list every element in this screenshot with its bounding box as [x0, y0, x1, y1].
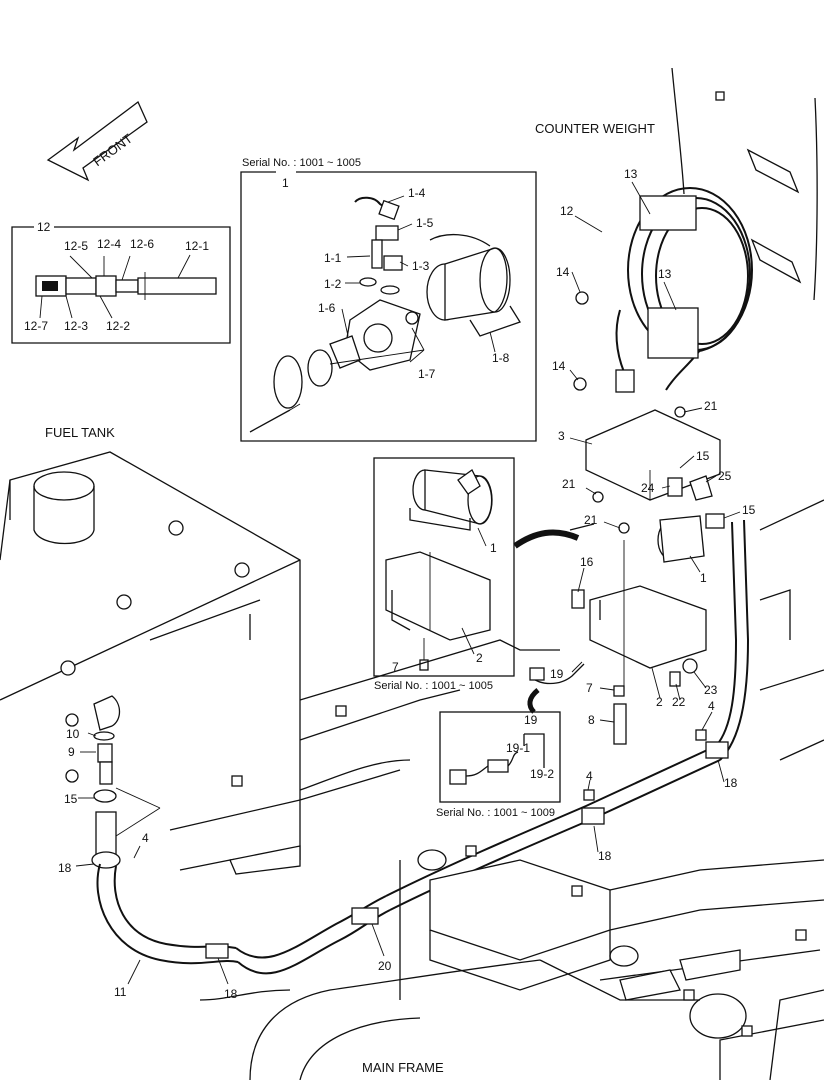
callout-1-4: 1-4	[408, 186, 426, 200]
callout-2-inset: 2	[476, 651, 483, 665]
callout-16: 16	[580, 555, 594, 569]
callout-21-left: 21	[562, 477, 576, 491]
callout-19-main: 19	[550, 667, 564, 681]
callout-19-box: 19	[524, 713, 538, 727]
callout-18-right: 18	[724, 776, 738, 790]
callout-12-2: 12-2	[106, 319, 130, 333]
callout-14-bottom: 14	[552, 359, 566, 373]
fuel-tank	[0, 451, 301, 860]
callout-4-mid: 4	[586, 769, 593, 783]
callout-18-bottom: 18	[224, 987, 238, 1001]
callout-1-1: 1-1	[324, 251, 342, 265]
callout-20: 20	[378, 959, 392, 973]
callout-15-left: 15	[64, 792, 78, 806]
callout-21-top: 21	[704, 399, 718, 413]
callout-9: 9	[68, 745, 75, 759]
callout-1-5: 1-5	[416, 216, 434, 230]
callout-2-main: 2	[656, 695, 663, 709]
callout-19-1: 19-1	[506, 741, 530, 755]
callout-22: 22	[672, 695, 686, 709]
callout-12-3: 12-3	[64, 319, 88, 333]
callout-8: 8	[588, 713, 595, 727]
main-frame-label: MAIN FRAME	[362, 1060, 444, 1075]
callout-1-8: 1-8	[492, 351, 510, 365]
fuel-tank-label: FUEL TANK	[45, 425, 115, 440]
callout-12-hose: 12	[560, 204, 574, 218]
callout-12-1: 12-1	[185, 239, 209, 253]
callout-14-top: 14	[556, 265, 570, 279]
callout-23: 23	[704, 683, 718, 697]
callout-1-6: 1-6	[318, 301, 336, 315]
callout-24: 24	[641, 481, 655, 495]
callout-7-main: 7	[586, 681, 593, 695]
callout-1-3: 1-3	[412, 259, 430, 273]
front-arrow: FRONT	[46, 100, 148, 182]
callout-11: 11	[114, 985, 127, 999]
fuel-line-left: 10 9 15 4 18 11 18 20	[58, 727, 392, 1001]
callout-12-6: 12-6	[130, 237, 154, 251]
callout-1-2: 1-2	[324, 277, 342, 291]
callout-13-top: 13	[624, 167, 638, 181]
callout-1-7: 1-7	[418, 367, 436, 381]
callout-12-7: 12-7	[24, 319, 48, 333]
callout-15-top: 15	[696, 449, 710, 463]
callout-15-right: 15	[742, 503, 756, 517]
fuel-line-right: 18 18 4	[385, 519, 750, 911]
callout-4-left: 4	[142, 831, 149, 845]
callout-12-5: 12-5	[64, 239, 88, 253]
callout-1-box: 1	[282, 176, 289, 190]
pump-assembly-main: 21 3 15 25 21 24 15 21 1 16 19 7 2 22 23…	[529, 399, 756, 745]
serial-pump-detail: Serial No. : 1001 ~ 1005	[242, 157, 361, 169]
counter-weight-area: 13 12 13 14 14	[552, 67, 818, 393]
callout-18-left: 18	[58, 861, 72, 875]
serial-switch: Serial No. : 1001 ~ 1009	[436, 807, 555, 819]
detail-box-1-pump: Serial No. : 1001 ~ 1005 1	[240, 157, 537, 442]
callout-18-mid: 18	[598, 849, 612, 863]
detail-box-pump-bracket: 1 2 7 Serial No. : 1001 ~ 1005	[373, 457, 580, 692]
counter-weight-label: COUNTER WEIGHT	[535, 121, 655, 136]
callout-19-2: 19-2	[530, 767, 554, 781]
callout-10: 10	[66, 727, 80, 741]
callout-1-inset: 1	[490, 541, 497, 555]
main-frame	[149, 499, 824, 1080]
callout-13-mid: 13	[658, 267, 672, 281]
callout-4-right: 4	[708, 699, 715, 713]
detail-box-12: 12 12-5 12-4 12-6 12-1 12-7 12-3 12-2	[11, 220, 231, 344]
callout-7-inset: 7	[392, 660, 399, 674]
callout-3: 3	[558, 429, 565, 443]
callout-1-pump: 1	[700, 571, 707, 585]
callout-25: 25	[718, 469, 732, 483]
callout-21-mid: 21	[584, 513, 598, 527]
serial-pump-lower: Serial No. : 1001 ~ 1005	[374, 680, 493, 692]
callout-12-4: 12-4	[97, 237, 121, 251]
detail-box-switch-19: 19 19-1 19-2 Serial No. : 1001 ~ 1009	[436, 688, 561, 819]
callout-12: 12	[37, 220, 51, 234]
